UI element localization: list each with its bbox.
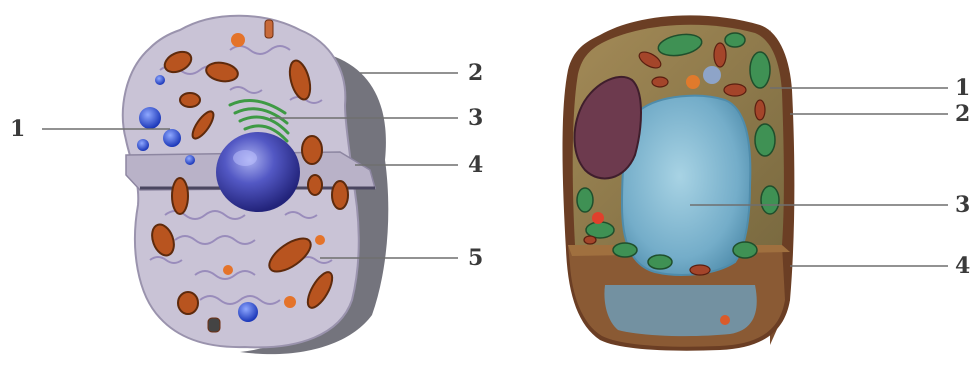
plant-label-4: 4 bbox=[955, 255, 970, 277]
animal-label-2: 2 bbox=[468, 62, 483, 84]
animal-label-4: 4 bbox=[468, 154, 483, 176]
animal-label-3: 3 bbox=[468, 107, 483, 129]
plant-lower-vacuole bbox=[604, 285, 756, 336]
plant-label-1: 1 bbox=[955, 77, 970, 99]
animal-label-1: 1 bbox=[10, 118, 25, 140]
plant-cell bbox=[563, 15, 795, 350]
nucleus bbox=[216, 132, 300, 212]
animal-label-5: 5 bbox=[468, 247, 483, 269]
plant-label-2: 2 bbox=[955, 103, 970, 125]
plant-label-3: 3 bbox=[955, 194, 970, 216]
animal-cell bbox=[123, 16, 388, 354]
